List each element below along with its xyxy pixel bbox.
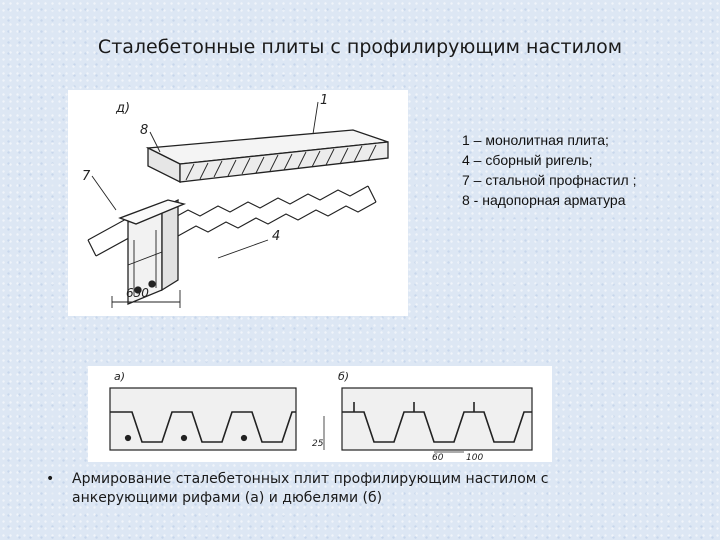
legend-item: 4 – сборный ригель; [462, 152, 593, 168]
section-b-deck [342, 411, 532, 443]
section-label-a: а) [114, 370, 125, 383]
legend-item: 8 - надопорная арматура [462, 192, 626, 208]
bullet-dot: • [46, 471, 55, 487]
slide-title: Сталебетонные плиты с профилирующим наст… [97, 36, 623, 58]
bullet-line-2: анкерующими рифами (а) и дюбелями (б) [72, 490, 383, 506]
section-label-b: б) [338, 370, 349, 383]
section-a-concrete [109, 387, 297, 451]
monolithic-slab-front [179, 141, 389, 183]
girder-side [161, 198, 179, 292]
slab-isometric-drawing: д) 1 8 7 4 650 [82, 93, 389, 308]
figure-label-d: д) [115, 101, 130, 116]
legend-item: 1 – монолитная плита; [462, 132, 609, 148]
legend-item: 7 – стальной профнастил ; [462, 172, 637, 188]
bullet-line-1: Армирование сталебетонных плит профилиру… [72, 471, 549, 487]
dimension-650: 650 [126, 286, 149, 300]
slab-isometric-figure: д) 1 8 7 4 650 [68, 90, 408, 316]
callout-7: 7 [82, 169, 91, 184]
dimension-25: 25 [312, 439, 324, 449]
dimension-60: 60 [432, 453, 444, 462]
cross-sections-drawing: а) б) 25 60 100 [109, 370, 533, 463]
callout-8: 8 [140, 123, 148, 138]
callout-1: 1 [320, 93, 328, 108]
girder-top [118, 199, 187, 225]
slab-hatching [185, 144, 377, 181]
bullet-text-block: • Армирование сталебетонных плит профили… [46, 470, 686, 508]
cross-sections-figure: а) б) 25 60 100 [88, 366, 552, 463]
legend: 1 – монолитная плита; 4 – сборный ригель… [462, 130, 702, 210]
section-b-concrete [341, 387, 533, 451]
dimension-100: 100 [466, 453, 483, 462]
callout-4: 4 [272, 229, 280, 244]
section-a-deck [110, 411, 296, 443]
